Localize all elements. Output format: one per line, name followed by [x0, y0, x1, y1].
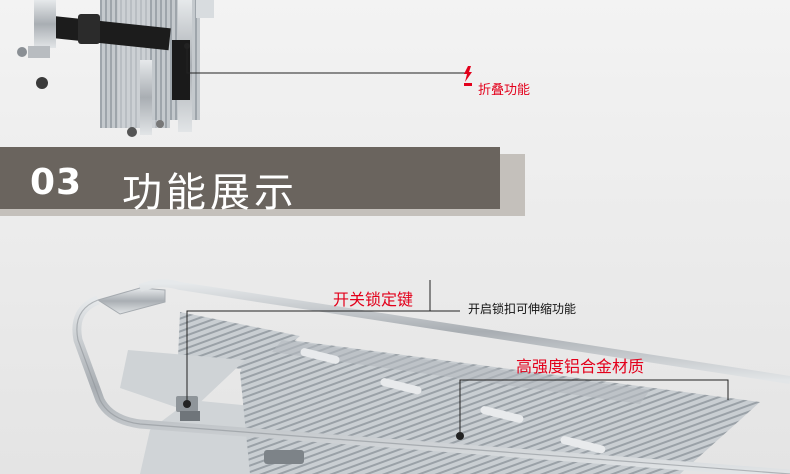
- pointer-icon: [464, 66, 472, 86]
- section-number: 03: [30, 162, 83, 203]
- unfolded-stretcher: [72, 279, 790, 474]
- aluminum-alloy-label: 高强度铝合金材质: [516, 357, 645, 376]
- fold-function-label: 折叠功能: [478, 83, 531, 98]
- lock-description-label: 开启锁扣可伸缩功能: [468, 302, 577, 316]
- folded-stretcher: [17, 0, 214, 137]
- section-banner: [0, 147, 525, 216]
- section-title: 功能展示: [122, 170, 298, 216]
- lock-key-label: 开关锁定键: [333, 290, 414, 309]
